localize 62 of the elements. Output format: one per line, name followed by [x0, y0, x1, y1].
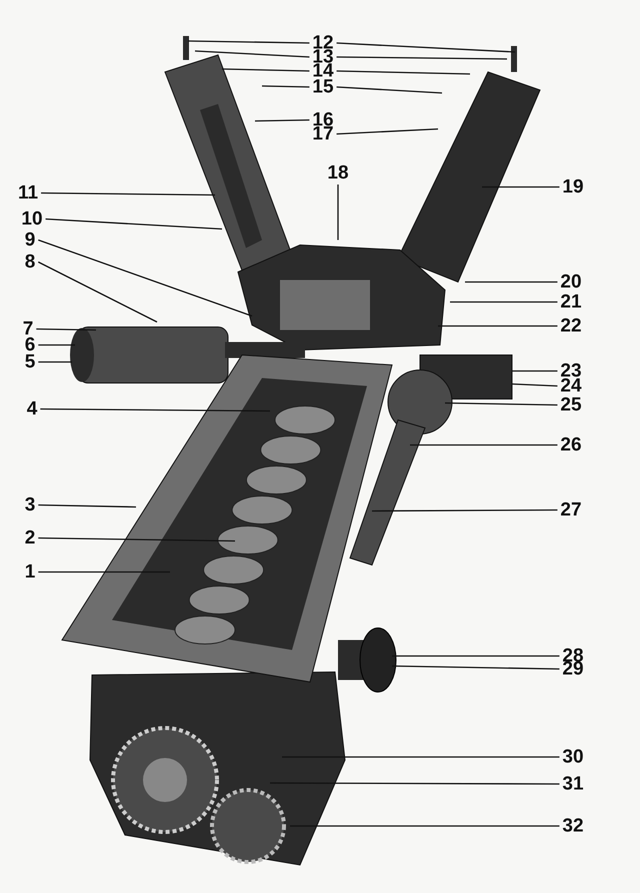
callout-number: 6: [24, 336, 36, 354]
leader-line: [392, 655, 560, 657]
callout-number: 22: [559, 316, 583, 336]
leader-line: [450, 301, 558, 303]
leader-line: [262, 85, 310, 88]
leader-line: [188, 40, 310, 44]
leader-line: [38, 504, 136, 508]
leader-line: [41, 192, 215, 196]
callout-number: 21: [559, 292, 583, 312]
leader-line: [336, 128, 438, 135]
callout-number: 17: [311, 124, 335, 144]
leader-line: [36, 328, 96, 331]
callout-number: 26: [559, 436, 583, 454]
leader-line: [38, 571, 170, 573]
leader-line: [222, 68, 310, 72]
leader-line: [40, 408, 270, 412]
leader-line: [444, 402, 558, 406]
leader-line: [336, 86, 442, 94]
leader-line: [336, 42, 516, 53]
callout-number: 25: [559, 396, 583, 414]
callout-number: 14: [311, 62, 335, 80]
leader-line: [38, 537, 235, 542]
callout-number: 19: [561, 178, 585, 196]
leader-line: [194, 50, 310, 58]
callout-number: 32: [561, 816, 585, 836]
leader-line: [38, 344, 75, 346]
callout-number: 30: [561, 748, 585, 766]
callout-number: 15: [311, 78, 335, 96]
leader-line: [372, 509, 558, 512]
leader-line: [392, 665, 560, 670]
leader-line: [290, 825, 560, 827]
callout-number: 5: [24, 352, 36, 372]
callout-number: 24: [559, 376, 583, 396]
leader-line: [336, 70, 470, 75]
leader-line: [282, 756, 560, 758]
callout-number: 18: [326, 164, 350, 182]
leader-line: [512, 383, 558, 387]
callout-number: 7: [22, 320, 34, 338]
leader-line: [438, 325, 558, 327]
leader-line: [337, 184, 339, 240]
leader-line: [410, 444, 558, 446]
leader-line: [38, 239, 252, 317]
callout-number: 20: [559, 272, 583, 292]
leader-line: [270, 782, 560, 785]
callout-number: 27: [559, 500, 583, 520]
leader-line: [482, 186, 560, 188]
callout-number: 3: [24, 496, 36, 514]
callout-number: 4: [26, 400, 38, 418]
leader-line: [38, 261, 158, 323]
callout-number: 31: [561, 774, 585, 794]
leader-line: [465, 281, 558, 283]
callout-number: 8: [24, 252, 36, 272]
leader-line: [38, 361, 72, 363]
callout-number: 2: [24, 528, 36, 548]
leader-line: [254, 119, 310, 122]
callout-number: 11: [16, 184, 40, 202]
leader-line: [46, 218, 222, 230]
callout-number: 9: [24, 230, 36, 250]
leader-line: [512, 370, 558, 372]
callout-number: 10: [20, 210, 44, 228]
leader-line: [336, 56, 507, 60]
callout-number: 1: [24, 562, 36, 582]
